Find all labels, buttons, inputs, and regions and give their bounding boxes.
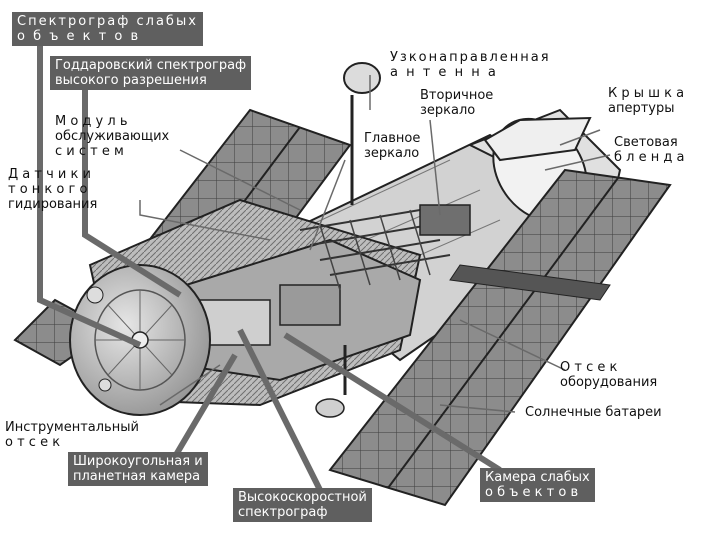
equipment-body [88,198,471,407]
label-high-speed-spectrograph: Высокоскоростной спектрограф [233,488,372,522]
label-faint-object-camera: Камера слабых о б ъ е к т о в [480,468,595,502]
label-high-gain-antenna: Узконаправленная а н т е н н а [390,50,551,80]
label-primary-mirror: Главное зеркало [364,131,421,161]
label-aperture-door: К р ы ш к а апертуры [608,86,685,116]
label-goddard-spectrograph: Годдаровский спектрограф высокого разреш… [50,56,252,90]
label-equipment-section: О т с е к оборудования [560,360,658,390]
label-light-shield: Световая б л е н д а [614,135,685,165]
solar-array-lower [328,168,672,507]
label-service-module: М о д у л ь обслуживающих с и с т е м [55,114,170,159]
label-faint-object-spectrograph: Спектрограф слабых о б ъ е к т о в [12,12,203,46]
leader-lines [37,44,611,492]
label-fine-guidance-sensors: Д а т ч и к и т о н к о г о гидирования [8,167,98,212]
label-solar-arrays: Солнечные батареи [525,405,662,420]
label-instrument-section: Инструментальный о т с е к [5,420,139,450]
label-wide-field-camera: Широкоугольная и планетная камера [68,452,208,486]
aft-bulkhead [69,264,211,416]
label-secondary-mirror: Вторичное зеркало [420,88,494,118]
antenna-mast [315,62,381,418]
aperture-door [483,116,592,162]
